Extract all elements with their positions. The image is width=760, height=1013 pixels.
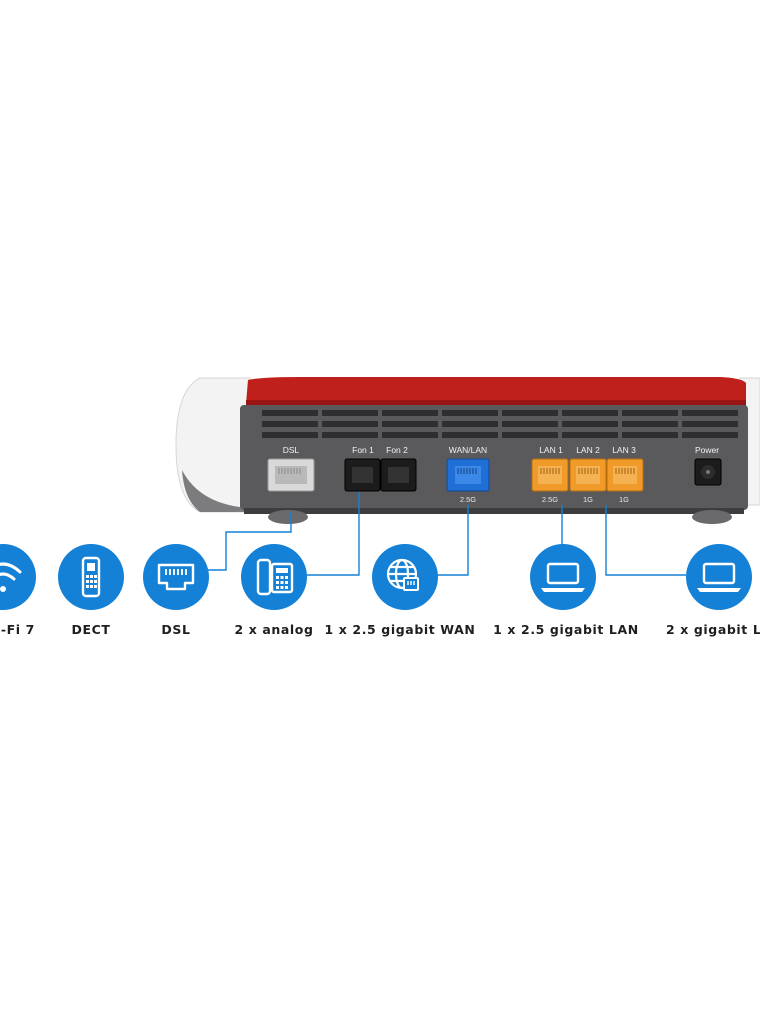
feature-wan: 1 x 2.5 gigabit WAN bbox=[325, 544, 476, 637]
connector-analog bbox=[306, 492, 360, 576]
lan2-speed-label: 1G bbox=[583, 495, 593, 504]
connector-wan bbox=[437, 505, 469, 576]
laptop-icon bbox=[686, 544, 752, 610]
connector-lines bbox=[208, 492, 686, 576]
port-label-lan1: LAN 1 bbox=[539, 445, 563, 455]
feature-lan-25: 1 x 2.5 gigabit LAN bbox=[493, 544, 639, 637]
fon-1-port[interactable] bbox=[344, 458, 381, 492]
router-foot bbox=[692, 510, 732, 524]
lan-3-port[interactable] bbox=[606, 458, 644, 492]
feature-label-wan: 1 x 2.5 gigabit WAN bbox=[325, 622, 476, 637]
feature-label-dect: DECT bbox=[71, 622, 110, 637]
connector-lan23 bbox=[605, 505, 686, 576]
laptop-icon bbox=[530, 544, 596, 610]
feature-wifi: i-Fi 7 bbox=[0, 544, 36, 637]
feature-label-wifi: i-Fi 7 bbox=[0, 622, 35, 637]
feature-label-lan-25: 1 x 2.5 gigabit LAN bbox=[493, 622, 639, 637]
feature-row: i-Fi 7 DECT DSL bbox=[0, 544, 760, 637]
feature-label-dsl: DSL bbox=[161, 622, 190, 637]
lan3-speed-label: 1G bbox=[619, 495, 629, 504]
feature-analog: 2 x analog bbox=[234, 544, 313, 637]
dsl-port-icon bbox=[143, 544, 209, 610]
router: DSL Fon 1 Fon 2 WAN/LAN LAN 1 LAN 2 LAN … bbox=[175, 377, 760, 524]
router-foot bbox=[268, 510, 308, 524]
port-label-power: Power bbox=[695, 445, 719, 455]
feature-lan-1g: 2 x gigabit LA bbox=[666, 544, 760, 637]
lan1-speed-label: 2.5G bbox=[542, 495, 558, 504]
router-back-panel bbox=[240, 405, 748, 510]
feature-label-lan-1g: 2 x gigabit LA bbox=[666, 622, 760, 637]
wifi-icon bbox=[0, 544, 36, 610]
router-left-casing bbox=[175, 377, 251, 513]
power-port[interactable] bbox=[694, 458, 722, 486]
port-label-lan2: LAN 2 bbox=[576, 445, 600, 455]
router-red-top bbox=[246, 377, 746, 404]
port-label-wanlan: WAN/LAN bbox=[449, 445, 487, 455]
dsl-port[interactable] bbox=[267, 458, 315, 492]
feature-label-analog: 2 x analog bbox=[234, 622, 313, 637]
port-label-dsl: DSL bbox=[283, 445, 300, 455]
wan-speed-label: 2.5G bbox=[460, 495, 476, 504]
lan-1-port[interactable] bbox=[531, 458, 569, 492]
port-label-fon1: Fon 1 bbox=[352, 445, 374, 455]
fon-2-port[interactable] bbox=[380, 458, 417, 492]
port-label-fon2: Fon 2 bbox=[386, 445, 408, 455]
feature-dsl: DSL bbox=[143, 544, 209, 637]
analog-phone-icon bbox=[241, 544, 307, 610]
connector-dsl bbox=[208, 512, 292, 571]
feature-dect: DECT bbox=[58, 544, 124, 637]
wan-lan-port[interactable] bbox=[446, 458, 490, 492]
port-label-lan3: LAN 3 bbox=[612, 445, 636, 455]
vent-slots bbox=[262, 410, 738, 438]
lan-2-port[interactable] bbox=[569, 458, 607, 492]
